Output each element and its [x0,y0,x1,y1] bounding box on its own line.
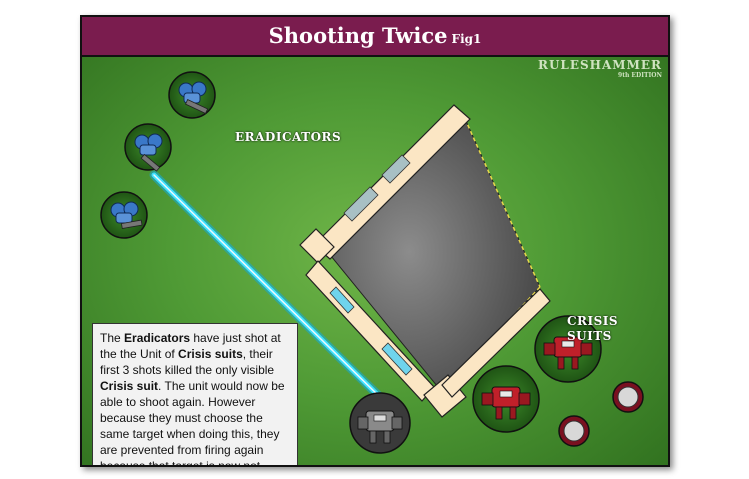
ruin-wall-right [441,288,551,398]
line-of-sight-edge [461,111,541,288]
info-text: have just shot at the the Unit of [100,331,281,361]
crisis-suit-model-icon [534,315,602,383]
ruin-building [299,104,551,418]
drone-icon [612,381,644,413]
brand-name: RULESHAMMER [537,58,662,72]
info-text: , their first 3 shots killed the only vi… [100,347,275,377]
crisis-label-line2: SUITS [567,329,612,343]
info-bold: Crisis suits [178,347,243,361]
ruin-window [381,154,411,184]
crisis-suit-model-icon [472,365,540,433]
explanation-box: The Eradicators have just shot at the th… [92,323,298,467]
eradicator-model-icon [100,191,148,239]
game-board: ERADICATORS CRISIS SUITS The Eradicators… [82,57,668,465]
drone-icon [558,415,590,447]
ruin-corner [299,228,335,264]
eradicator-model-icon [124,123,172,172]
ruin-window-blue [329,286,355,314]
crisis-suits-label: CRISIS SUITS [567,314,637,344]
board-svg [100,71,644,454]
info-bold: Eradicators [124,331,191,345]
figure-number: Fig1 [451,32,482,46]
eradicator-model-icon [168,71,216,119]
brand-edition: 9th EDITION [618,72,662,79]
info-text: . The unit would now be able to shoot ag… [100,379,285,467]
crisis-suit-model-icon [349,392,411,454]
ruin-window-blue [381,342,413,376]
info-bold: Crisis suit [100,379,159,393]
ruin-window [343,186,379,222]
crisis-label-line1: CRISIS [567,314,619,328]
ruleshammer-logo: RULESHAMMER 9th EDITION [537,58,662,80]
eradicators-label: ERADICATORS [235,130,342,144]
info-text: The [100,331,125,345]
diagram-title: Shooting Twice [268,23,448,48]
laser-beam [149,170,393,410]
